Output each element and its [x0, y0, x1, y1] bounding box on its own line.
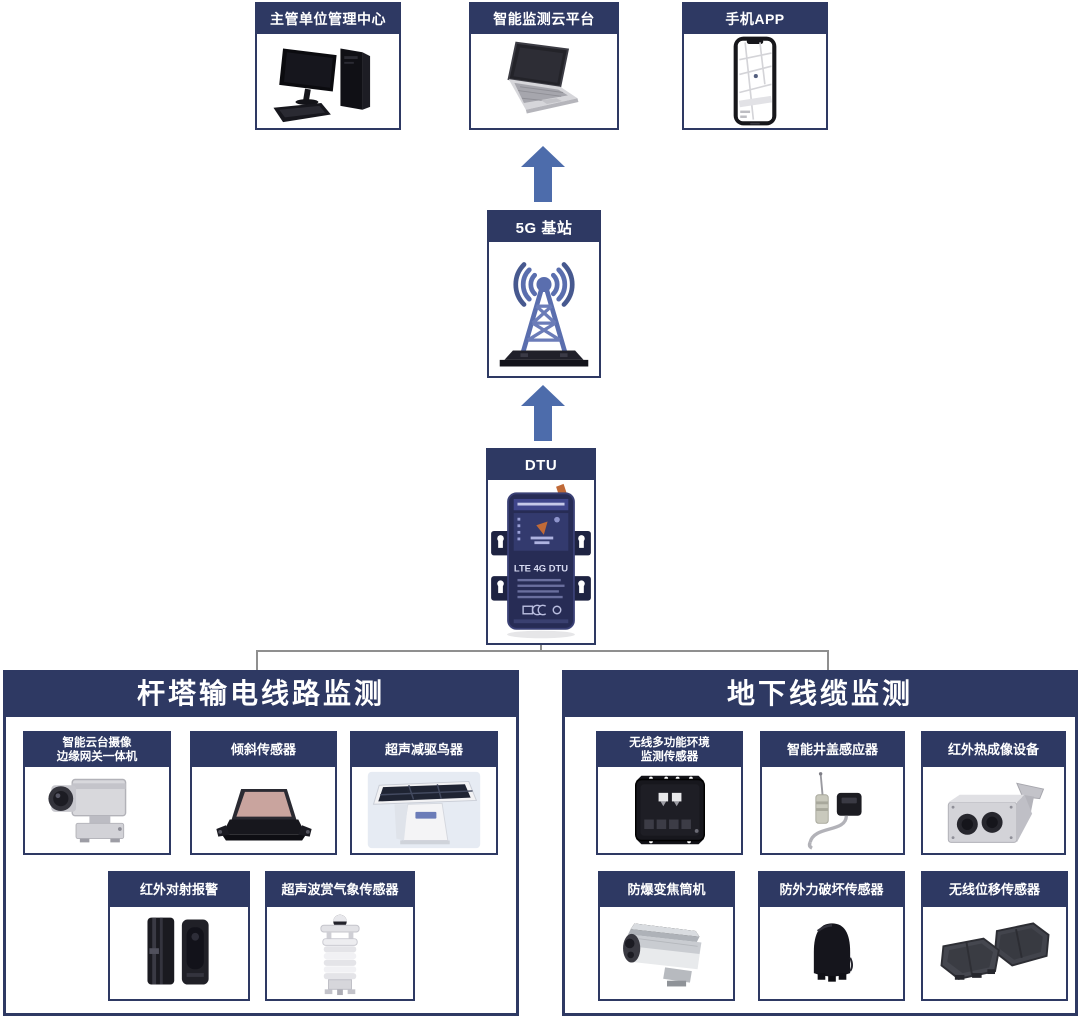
environment-sensor-icon	[634, 775, 705, 845]
section-underground-cable-monitoring: 地下线缆监测 无线多功能环境 监测传感器	[562, 670, 1078, 1016]
section-tower-body: 智能云台摄像 边缘网关一体机	[3, 714, 519, 1016]
card-displacement-sensor-label: 无线位移传感器	[923, 873, 1066, 907]
up-arrow-to-platforms	[521, 146, 565, 202]
card-environment-sensor-label: 无线多功能环境 监测传感器	[598, 733, 741, 767]
card-ptz-camera: 智能云台摄像 边缘网关一体机	[23, 731, 171, 855]
dtu-device-text: LTE 4G DTU	[514, 562, 568, 573]
section-tower-title: 杆塔输电线路监测	[3, 670, 519, 714]
card-anti-damage-sensor: 防外力破坏传感器	[758, 871, 905, 1001]
section-underground-title: 地下线缆监测	[562, 670, 1078, 714]
card-tilt-sensor-label: 倾斜传感器	[192, 733, 335, 767]
card-anti-damage-sensor-label: 防外力破坏传感器	[760, 873, 903, 907]
card-weather-sensor: 超声波赏气象传感器	[265, 871, 415, 1001]
ptz-camera-icon	[48, 778, 127, 843]
anti-damage-sensor-icon	[813, 923, 853, 982]
card-displacement-sensor: 无线位移传感器	[921, 871, 1068, 1001]
connector-right-drop	[827, 650, 829, 670]
laptop-icon	[507, 41, 579, 114]
management-center-label: 主管单位管理中心	[257, 4, 399, 34]
connector-stub	[540, 645, 542, 651]
management-center-box: 主管单位管理中心	[255, 2, 401, 130]
tilt-sensor-icon	[215, 789, 312, 841]
card-infrared-beam: 红外对射报警	[108, 871, 250, 1001]
desktop-computer-icon	[273, 48, 371, 123]
card-manhole-sensor-label: 智能井盖感应器	[762, 733, 903, 767]
card-ptz-camera-label: 智能云台摄像 边缘网关一体机	[25, 733, 169, 767]
base-station-label: 5G 基站	[489, 212, 599, 242]
dtu-label: DTU	[488, 450, 594, 480]
card-tilt-sensor: 倾斜传感器	[190, 731, 337, 855]
explosion-proof-camera-icon	[622, 923, 701, 987]
section-underground-body: 无线多功能环境 监测传感器	[562, 714, 1078, 1016]
card-infrared-beam-label: 红外对射报警	[110, 873, 248, 907]
card-environment-sensor: 无线多功能环境 监测传感器	[596, 731, 743, 855]
dtu-box: DTU	[486, 448, 596, 645]
displacement-sensor-icon	[939, 922, 1050, 980]
connector-horizontal	[256, 650, 829, 652]
signal-tower-icon	[499, 262, 589, 367]
card-thermal-camera-label: 红外热成像设备	[923, 733, 1064, 767]
mobile-app-box: 手机APP	[682, 2, 828, 130]
card-bird-repeller: 超声减驱鸟器	[350, 731, 498, 855]
up-arrow-to-base-station	[521, 385, 565, 441]
connector-left-drop	[256, 650, 258, 670]
infrared-beam-icon	[147, 917, 209, 985]
weather-sensor-icon	[320, 914, 360, 996]
dtu-device-icon: LTE 4G DTU	[491, 483, 591, 638]
card-bird-repeller-label: 超声减驱鸟器	[352, 733, 496, 767]
base-station-box: 5G 基站	[487, 210, 601, 378]
card-thermal-camera: 红外热成像设备	[921, 731, 1066, 855]
cloud-platform-box: 智能监测云平台	[469, 2, 619, 130]
section-tower-line-monitoring: 杆塔输电线路监测 智能云台摄像 边缘网关一体机	[3, 670, 519, 1016]
cloud-platform-label: 智能监测云平台	[471, 4, 617, 34]
manhole-sensor-icon	[807, 772, 862, 850]
mobile-app-label: 手机APP	[684, 4, 826, 34]
bird-repeller-icon	[367, 771, 481, 849]
smartphone-icon	[733, 36, 777, 126]
card-manhole-sensor: 智能井盖感应器	[760, 731, 905, 855]
thermal-camera-icon	[947, 782, 1044, 843]
card-weather-sensor-label: 超声波赏气象传感器	[267, 873, 413, 907]
card-explosion-proof-camera: 防爆变焦筒机	[598, 871, 735, 1001]
card-explosion-proof-camera-label: 防爆变焦筒机	[600, 873, 733, 907]
